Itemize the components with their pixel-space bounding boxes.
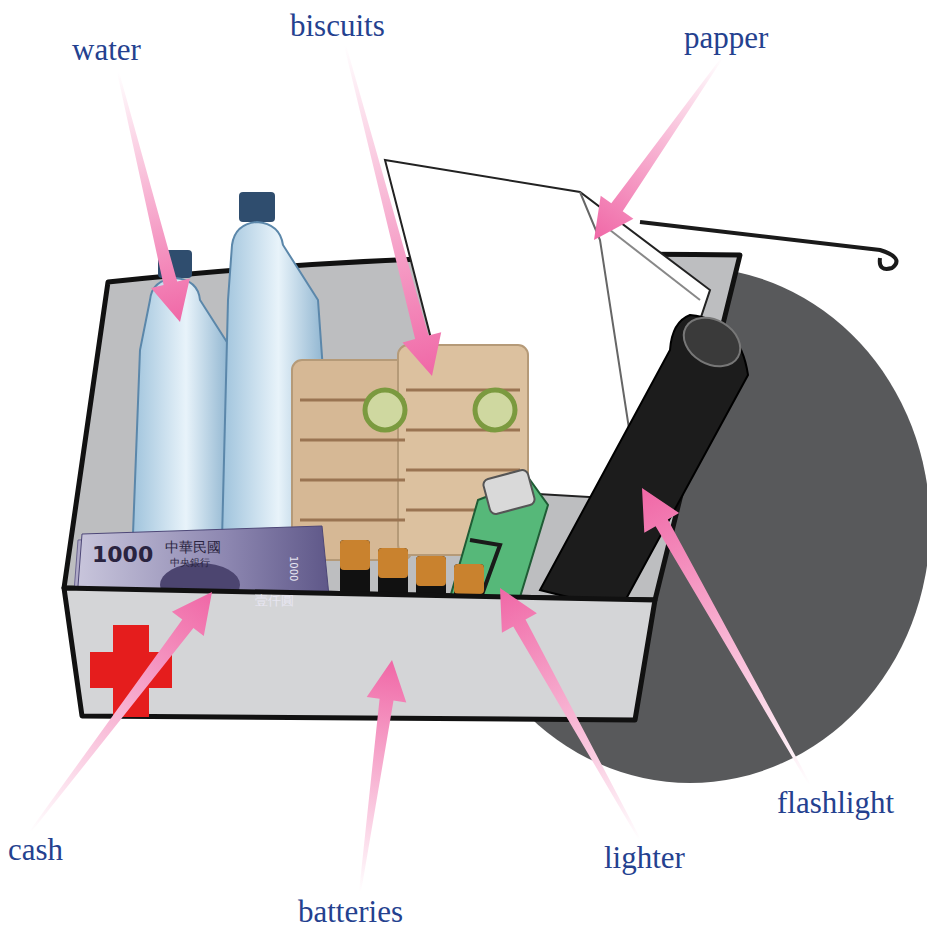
leader-arrow (359, 660, 406, 892)
part-label: batteries (298, 896, 403, 927)
part-label: water (72, 34, 141, 65)
part-label: flashlight (777, 787, 894, 818)
banknote-value: 1000 (288, 556, 298, 581)
leader-arrow (642, 488, 811, 786)
part-label: lighter (604, 842, 685, 873)
leader-arrows (29, 45, 811, 892)
part-label: papper (684, 22, 768, 53)
leader-arrow (117, 72, 190, 322)
part-label: cash (8, 834, 63, 865)
leader-arrow (344, 45, 441, 376)
banknote-text: 中央銀行 (170, 558, 210, 568)
leader-arrow (594, 57, 723, 240)
banknote-value: 1000 (92, 544, 153, 566)
flashlight (540, 308, 749, 610)
leader-arrow (500, 588, 641, 841)
banknote-text: 中華民國 (165, 540, 221, 554)
leader-arrow (29, 592, 212, 833)
banknote-text: 壹仟圓 (255, 594, 294, 607)
part-label: biscuits (290, 10, 385, 41)
